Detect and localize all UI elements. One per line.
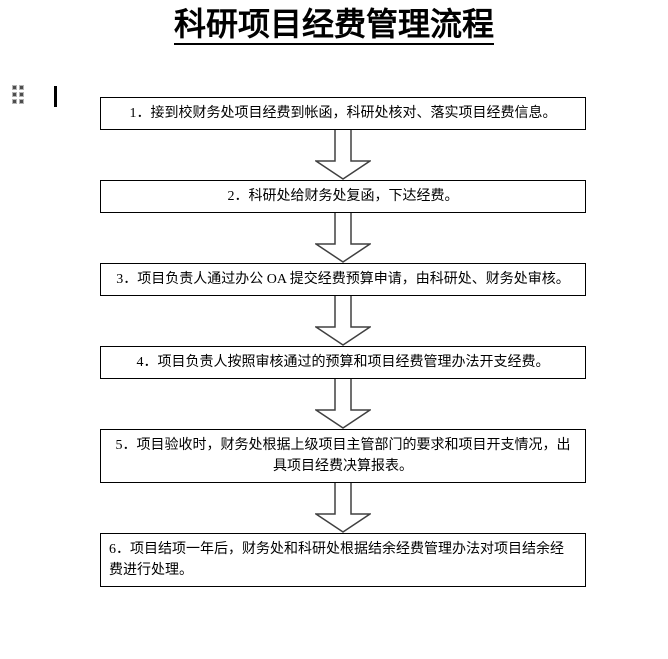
down-arrow-connector <box>100 483 586 533</box>
flowchart-step-text: 6．项目结项一年后，财务处和科研处根据结余经费管理办法对项目结余经费进行处理。 <box>109 542 564 578</box>
flowchart-step-text: 1．接到校财务处项目经费到帐函，科研处核对、落实项目经费信息。 <box>129 106 557 121</box>
page-title: 科研项目经费管理流程 <box>0 5 668 45</box>
down-arrow-connector <box>100 130 586 180</box>
flowchart-step-box[interactable]: 6．项目结项一年后，财务处和科研处根据结余经费管理办法对项目结余经费进行处理。 <box>100 533 586 587</box>
down-arrow-connector <box>100 379 586 429</box>
down-arrow-connector <box>100 213 586 263</box>
down-arrow-icon <box>315 213 371 263</box>
down-arrow-icon <box>315 379 371 429</box>
drag-handle-icon[interactable] <box>12 85 24 104</box>
text-caret <box>54 86 57 107</box>
flowchart-step-text: 2．科研处给财务处复函，下达经费。 <box>227 189 459 204</box>
flowchart-step-box[interactable]: 5．项目验收时，财务处根据上级项目主管部门的要求和项目开支情况，出具项目经费决算… <box>100 429 586 483</box>
flowchart-step-box[interactable]: 3．项目负责人通过办公 OA 提交经费预算申请，由科研处、财务处审核。 <box>100 263 586 296</box>
flowchart: 1．接到校财务处项目经费到帐函，科研处核对、落实项目经费信息。 2．科研处给财务… <box>100 97 586 587</box>
flowchart-step-text: 4．项目负责人按照审核通过的预算和项目经费管理办法开支经费。 <box>136 355 550 370</box>
flowchart-step-text: 3．项目负责人通过办公 OA 提交经费预算申请，由科研处、财务处审核。 <box>116 272 570 287</box>
down-arrow-icon <box>315 296 371 346</box>
flowchart-step-box[interactable]: 1．接到校财务处项目经费到帐函，科研处核对、落实项目经费信息。 <box>100 97 586 130</box>
page-title-text: 科研项目经费管理流程 <box>173 6 494 45</box>
flowchart-step-box[interactable]: 2．科研处给财务处复函，下达经费。 <box>100 180 586 213</box>
flowchart-step-text: 5．项目验收时，财务处根据上级项目主管部门的要求和项目开支情况，出具项目经费决算… <box>115 438 571 474</box>
flowchart-step-box[interactable]: 4．项目负责人按照审核通过的预算和项目经费管理办法开支经费。 <box>100 346 586 379</box>
down-arrow-connector <box>100 296 586 346</box>
down-arrow-icon <box>315 483 371 533</box>
down-arrow-icon <box>315 130 371 180</box>
